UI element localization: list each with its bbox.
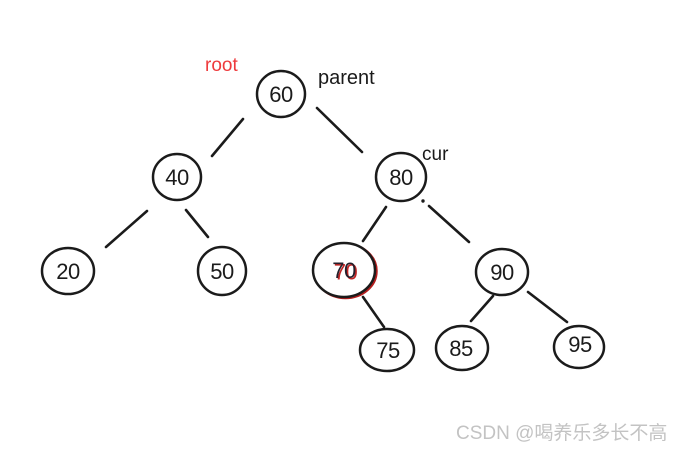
edge-60-40 xyxy=(210,117,245,158)
edge-80-90 xyxy=(427,204,471,244)
parent-pointer-label: parent xyxy=(318,67,375,89)
tree-node-95: 95 xyxy=(552,324,606,370)
node-value-70: 70 xyxy=(332,258,356,283)
tree-node-20: 20 xyxy=(40,246,96,296)
tree-node-40: 40 xyxy=(151,152,203,202)
cur-pointer-label: cur xyxy=(422,144,449,165)
node-value-40: 40 xyxy=(165,165,189,190)
edge-40-20 xyxy=(104,209,149,249)
edge-40-50 xyxy=(184,208,210,239)
tree-node-75: 75 xyxy=(358,327,416,373)
edge-90-85 xyxy=(469,294,495,323)
tree-node-50: 50 xyxy=(196,245,248,297)
node-value-60: 60 xyxy=(269,82,293,107)
node-value-95: 95 xyxy=(568,332,592,357)
tree-node-85: 85 xyxy=(434,324,490,372)
stray-ink-dot xyxy=(421,199,425,203)
tree-node-70-highlighted: 70 70 xyxy=(311,241,378,300)
node-value-20: 20 xyxy=(56,259,80,284)
edge-70-75 xyxy=(361,295,386,329)
root-pointer-label: root xyxy=(205,55,238,76)
tree-node-90: 90 xyxy=(474,247,530,297)
edge-80-70 xyxy=(361,205,388,243)
node-value-75: 75 xyxy=(376,338,400,363)
watermark: CSDN @喝养乐多长不高 xyxy=(456,422,667,444)
node-value-70-highlight: 70 xyxy=(334,260,358,285)
watermark-emboss-highlight: CSDN @喝养乐多长不高 xyxy=(457,423,668,445)
tree-node-60: 60 xyxy=(255,69,307,119)
node-value-80: 80 xyxy=(389,165,413,190)
node-value-85: 85 xyxy=(449,336,473,361)
edge-60-80 xyxy=(315,106,364,154)
node-value-50: 50 xyxy=(210,259,234,284)
edge-90-95 xyxy=(526,290,569,324)
tree-node-80: 80 xyxy=(374,151,428,203)
node-value-90: 90 xyxy=(490,260,514,285)
